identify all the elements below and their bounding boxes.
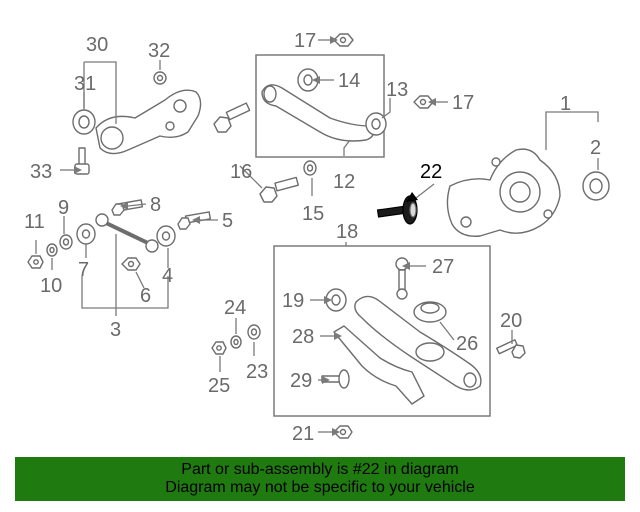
part-spring-seat-26[interactable]	[413, 301, 447, 323]
part-knuckle[interactable]	[446, 148, 561, 237]
part-washer-15[interactable]	[303, 160, 317, 176]
part-washer-10[interactable]	[46, 243, 58, 257]
callout-31[interactable]: 31	[74, 73, 96, 95]
callout-9[interactable]: 9	[58, 197, 69, 219]
part-bolt-16-upper[interactable]	[213, 102, 251, 133]
callout-13[interactable]: 13	[386, 79, 408, 101]
frame-lower-arm	[273, 245, 491, 417]
part-nut-17-top[interactable]	[333, 33, 354, 47]
leader-arrowheads	[74, 36, 436, 436]
part-bushing-19[interactable]	[325, 288, 347, 312]
callout-33[interactable]: 33	[30, 161, 52, 183]
part-lower-arm[interactable]	[354, 295, 482, 391]
callout-21[interactable]: 21	[292, 423, 314, 445]
part-washer-9[interactable]	[59, 234, 73, 250]
callout-15[interactable]: 15	[302, 203, 324, 225]
callout-24[interactable]: 24	[224, 297, 246, 319]
callout-12[interactable]: 12	[333, 171, 355, 193]
part-nut-21[interactable]	[333, 425, 353, 439]
part-washer-24[interactable]	[230, 335, 242, 349]
callout-27[interactable]: 27	[432, 256, 454, 278]
callout-29[interactable]: 29	[290, 370, 312, 392]
frame-upper-arm	[255, 54, 385, 158]
part-bolt-16-lower[interactable]	[259, 176, 299, 203]
callout-8[interactable]: 8	[150, 194, 161, 216]
callout-17-top[interactable]: 17	[294, 30, 316, 52]
callout-3[interactable]: 3	[110, 319, 121, 341]
callout-23[interactable]: 23	[246, 361, 268, 383]
part-bushing-13[interactable]	[365, 112, 387, 136]
part-bushing-4[interactable]	[156, 225, 176, 247]
exploded-parts-diagram: 30 32 31 33 17 14 13 17 12 16 15 1 2 22 …	[24, 30, 610, 445]
callout-16[interactable]: 16	[230, 161, 252, 183]
part-lateral-link[interactable]	[95, 213, 159, 253]
part-bracket-28[interactable]	[333, 325, 425, 405]
callout-7[interactable]: 7	[78, 259, 89, 281]
banner-line-2: Diagram may not be specific to your vehi…	[165, 479, 475, 496]
callout-18[interactable]: 18	[336, 221, 358, 243]
part-hub-bearing-2[interactable]	[582, 171, 610, 201]
callout-17-right[interactable]: 17	[452, 92, 474, 114]
callout-20[interactable]: 20	[500, 310, 522, 332]
callout-25[interactable]: 25	[208, 375, 230, 397]
callout-5[interactable]: 5	[222, 210, 233, 232]
part-trailing-arm[interactable]	[95, 89, 202, 155]
leader-lines	[35, 39, 599, 433]
callout-2[interactable]: 2	[590, 137, 601, 159]
part-stabilizer-link-27[interactable]	[395, 257, 409, 300]
callout-28[interactable]: 28	[292, 326, 314, 348]
callout-14[interactable]: 14	[338, 70, 360, 92]
part-nut-11[interactable]	[27, 255, 44, 269]
callout-10[interactable]: 10	[40, 275, 62, 297]
callout-1[interactable]: 1	[560, 93, 571, 115]
part-bushing-7[interactable]	[76, 223, 96, 245]
callout-11[interactable]: 11	[24, 211, 45, 233]
callout-4[interactable]: 4	[162, 265, 173, 287]
callout-labels: 30 32 31 33 17 14 13 17 12 16 15 1 2 22 …	[24, 30, 601, 445]
part-nut-32[interactable]	[153, 71, 167, 85]
part-nut-6[interactable]	[121, 257, 141, 271]
callout-32[interactable]: 32	[148, 40, 170, 62]
part-bolt-22[interactable]	[376, 195, 418, 225]
part-bolt-20[interactable]	[496, 339, 526, 359]
part-bolt-29[interactable]	[321, 369, 350, 389]
part-nut-25[interactable]	[211, 341, 227, 355]
callout-19[interactable]: 19	[282, 290, 304, 312]
callout-30[interactable]: 30	[86, 34, 108, 56]
part-bushing-31[interactable]	[72, 109, 96, 135]
callout-26[interactable]: 26	[456, 333, 478, 355]
part-bushing-14[interactable]	[297, 68, 319, 92]
info-banner: Part or sub-assembly is #22 in diagram D…	[15, 457, 625, 501]
part-upper-arm[interactable]	[261, 84, 374, 142]
banner-line-1: Part or sub-assembly is #22 in diagram	[181, 461, 459, 478]
part-washer-23[interactable]	[247, 324, 261, 340]
callout-22[interactable]: 22	[420, 161, 442, 183]
callout-6[interactable]: 6	[140, 285, 151, 307]
